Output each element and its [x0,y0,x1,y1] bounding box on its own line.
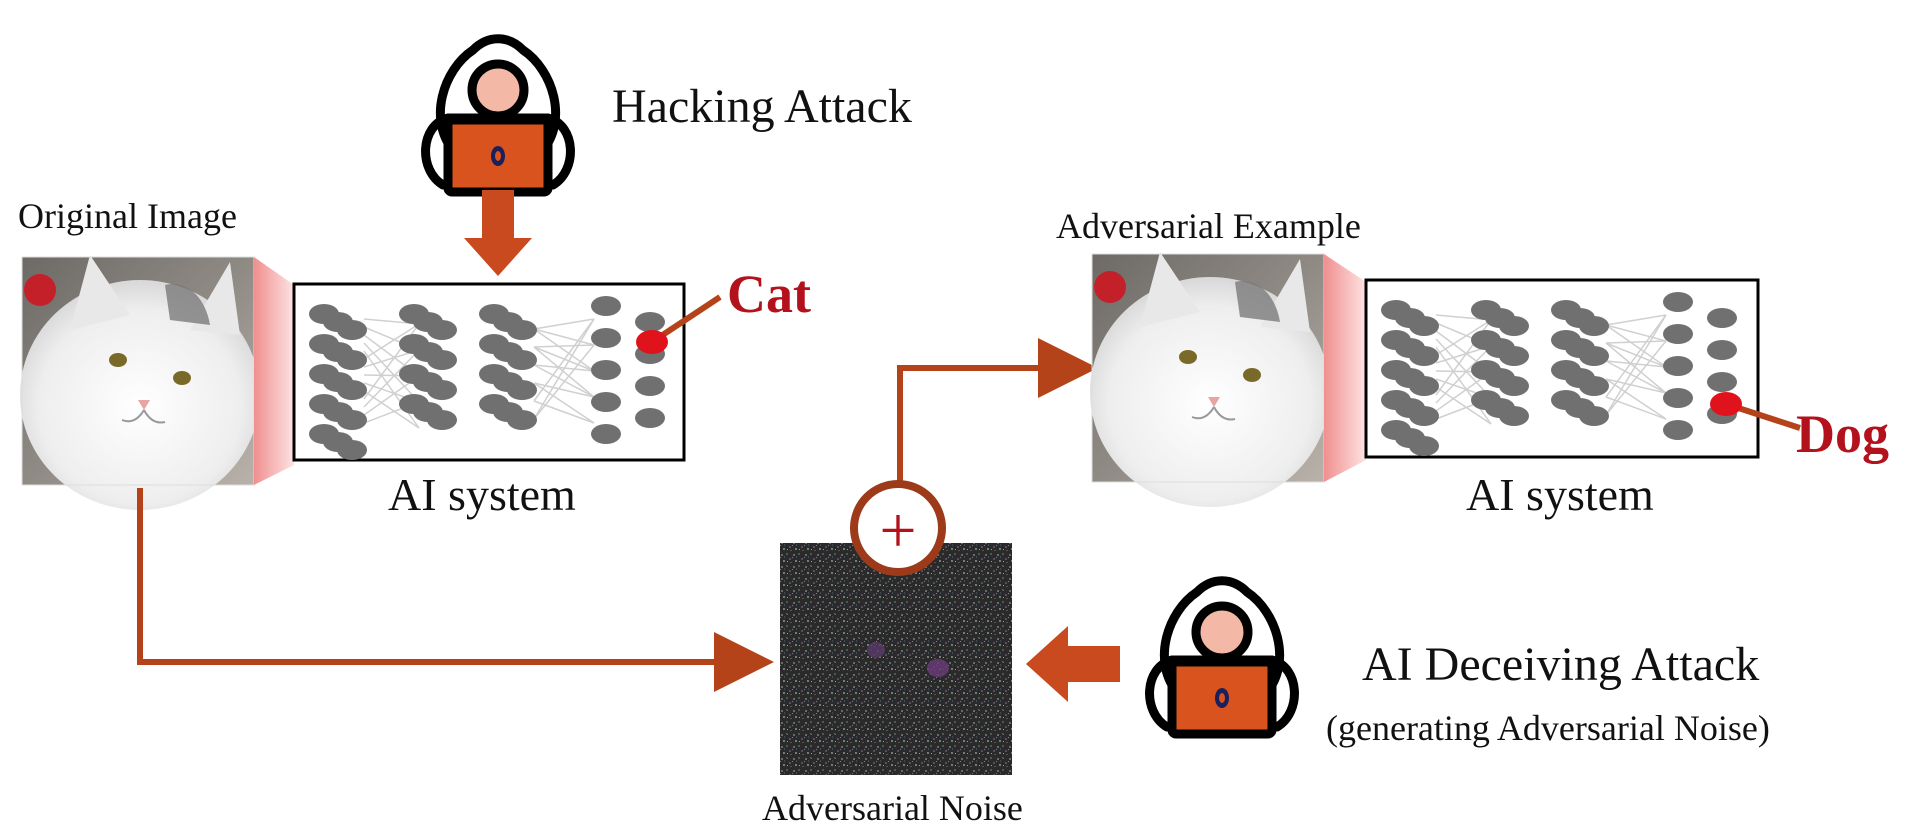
nn-connection [1605,324,1667,368]
neuron [1663,292,1693,312]
neuron [1499,376,1529,396]
neuron [507,380,537,400]
neuron [337,350,367,370]
right-image-perspective [1324,254,1366,482]
nn-connection [1605,314,1667,326]
nn-connection [1435,319,1492,356]
neuron [1409,436,1439,456]
nn-connection [1605,324,1667,342]
neuron [635,312,665,332]
nn-connection [363,349,420,408]
neuron [1663,420,1693,440]
neuron [427,410,457,430]
neuron [1499,346,1529,366]
neuron [507,350,537,370]
neuron [591,328,621,348]
ai-system-left [292,282,686,462]
neuron [1499,316,1529,336]
neuron [1579,406,1609,426]
neuron [1579,376,1609,396]
nn-connection [533,344,595,348]
neuron [1663,324,1693,344]
neuron [1409,376,1439,396]
neuron [1707,340,1737,360]
neuron [337,380,367,400]
nn-connection [1605,342,1667,394]
nn-connection [533,328,595,346]
nn-connection [533,318,595,420]
left-image-perspective [254,257,294,485]
nn-connection [1605,396,1667,420]
noise-to-example-line [897,338,1098,485]
neuron [427,350,457,370]
neuron [427,320,457,340]
neuron [1707,372,1737,392]
nn-connection [533,328,595,372]
neuron [591,296,621,316]
neuron [427,380,457,400]
neuron [1409,406,1439,426]
neuron [1707,308,1737,328]
neural-network-left [309,296,665,460]
plus-circle-icon: + [850,480,946,576]
svg-text:+: + [879,494,916,567]
neuron [1579,346,1609,366]
nn-connection [1605,340,1667,344]
adversarial-cat-image [1090,252,1330,507]
neuron [507,320,537,340]
nn-connection [533,318,595,330]
nn-connection [533,382,595,424]
nn-connection [1605,314,1667,416]
ai-system-left-label: AI system [388,469,576,520]
nn-connection [533,382,595,398]
nn-connection [1605,314,1667,398]
neural-network-right [1381,292,1737,456]
ai-system-right-label: AI system [1466,469,1654,520]
neuron [337,320,367,340]
neuron [337,440,367,460]
output-left-dot [636,330,668,354]
hacking-attack-label: Hacking Attack [612,80,912,133]
neuron [1663,356,1693,376]
deceiving-attack-arrow [1026,626,1120,702]
output-left-label: Cat [727,264,811,324]
neuron [635,376,665,396]
original-image-label: Original Image [18,196,237,236]
nn-connection [1605,340,1667,416]
ai-deceiving-attack-sublabel: (generating Adversarial Noise) [1326,708,1770,748]
neuron [591,424,621,444]
neuron [591,392,621,412]
nn-connection [533,346,595,398]
original-to-noise-line [137,488,774,692]
output-right-label: Dog [1796,404,1889,464]
nn-connection [533,318,595,402]
hacking-attack-arrow [464,190,532,276]
nn-connection [1605,378,1667,394]
adversarial-noise-label: Adversarial Noise [762,788,1023,828]
neuron [1409,346,1439,366]
neuron [1499,406,1529,426]
adversarial-example-label: Adversarial Example [1056,206,1361,246]
neuron [591,360,621,380]
nn-connection [1435,345,1492,404]
neuron [635,408,665,428]
nn-connection [533,400,595,424]
nn-connection [363,323,420,360]
hacker-top-icon [426,39,571,192]
neuron [337,410,367,430]
original-cat-image [20,255,260,510]
nn-connection [1605,378,1667,420]
ai-deceiving-attack-label: AI Deceiving Attack [1362,638,1759,691]
hacker-bottom-icon [1150,581,1295,734]
neuron [507,410,537,430]
adversarial-noise-image [780,543,1012,775]
neuron [1663,388,1693,408]
ai-system-right [1364,278,1760,459]
output-right-dot [1710,392,1742,416]
neuron [1409,316,1439,336]
nn-connection [533,344,595,420]
neuron [1579,316,1609,336]
